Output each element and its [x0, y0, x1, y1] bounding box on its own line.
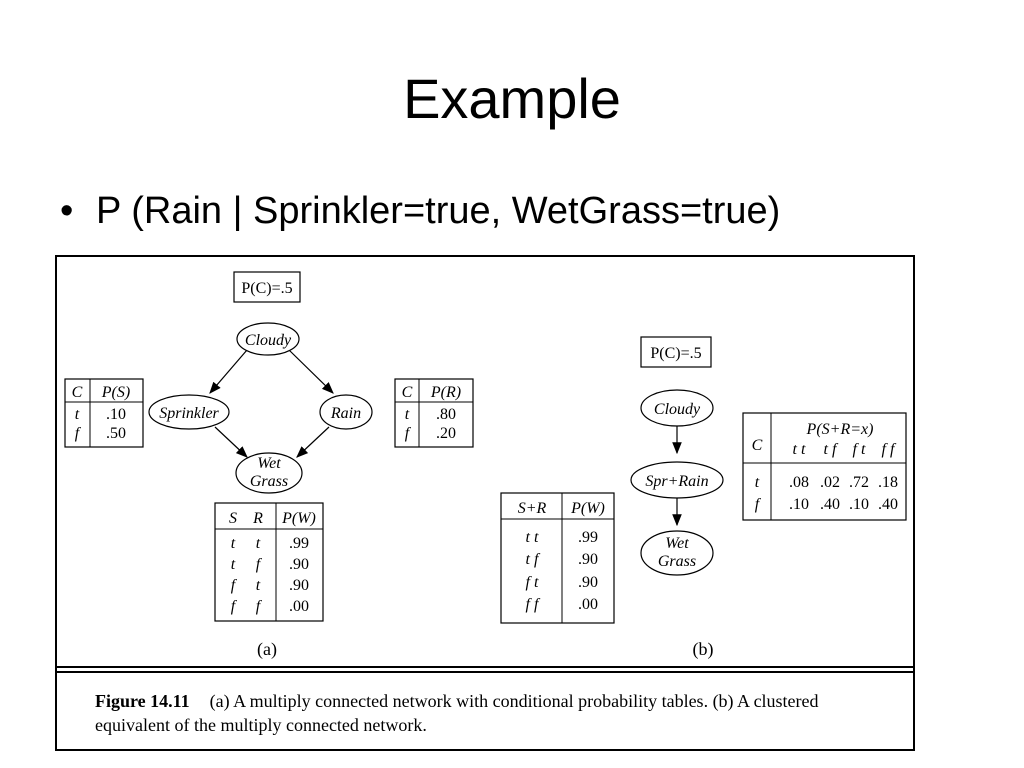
cpt-wb-header: S+R	[518, 500, 547, 517]
cpt-w-header: S	[229, 510, 237, 527]
figure-panel: P(C)=.5 Cloudy Sprinkler Rain Wet Grass …	[55, 255, 915, 751]
node-sprinkler-label: Sprinkler	[159, 405, 219, 422]
cpt-w-header: P(W)	[281, 510, 316, 527]
cpt-wb-cell: .00	[578, 596, 598, 613]
cpt-s-header: P(S)	[101, 384, 130, 401]
cpt-sr-cell: f	[755, 496, 762, 513]
node-grass-a-label: Grass	[250, 473, 288, 490]
cpt-wb-cell: f f	[526, 596, 541, 613]
cpt-sr-cell: .72	[849, 474, 869, 491]
cpt-sr-subheader: t f	[824, 441, 839, 458]
cpt-wetgrass-b: S+R P(W) t t .99 t f .90 f t .90 f f .00	[500, 492, 615, 624]
cpt-sr-cell: .18	[878, 474, 898, 491]
cpt-w-header: R	[252, 510, 263, 527]
cpt-wb-cell: .99	[578, 529, 598, 546]
cpt-sr-header-top: P(S+R=x)	[806, 421, 874, 438]
edge-cloudy-sprinkler	[209, 349, 248, 394]
cpt-r-cell: f	[405, 425, 412, 442]
cpt-sr-cell: .08	[789, 474, 809, 491]
node-sprinkler	[148, 394, 230, 430]
cpt-r-cell: .80	[436, 406, 456, 423]
cpt-sr-cell: .10	[789, 496, 809, 513]
prior-box-b	[640, 336, 712, 368]
cpt-sr-cell: t	[755, 474, 760, 491]
edge-cloudy-rain	[288, 349, 334, 394]
figure-caption: Figure 14.11(a) A multiply connected net…	[95, 689, 895, 737]
bullet-dot-icon: •	[60, 190, 74, 232]
slide-title: Example	[403, 67, 621, 130]
node-wet-a-label: Wet	[257, 455, 281, 472]
cpt-w-cell: .99	[289, 535, 309, 552]
cpt-r-cell: t	[405, 406, 410, 423]
network-a: P(C)=.5 Cloudy Sprinkler Rain Wet Grass …	[64, 271, 474, 660]
node-cloudy-a-label: Cloudy	[245, 332, 292, 349]
cpt-wb-header: P(W)	[570, 500, 605, 517]
cpt-w-cell: f	[256, 598, 263, 615]
cpt-wb-cell: .90	[578, 551, 598, 568]
figure-diagram: P(C)=.5 Cloudy Sprinkler Rain Wet Grass …	[57, 271, 913, 673]
node-sprrain	[630, 461, 724, 499]
cpt-w-cell: .90	[289, 577, 309, 594]
cpt-s-cell: f	[75, 425, 82, 442]
prior-a-label: P(C)=.5	[241, 280, 292, 297]
cpt-sprinkler: C P(S) t .10 f .50	[64, 378, 144, 448]
edge-sprinkler-wet	[214, 426, 248, 458]
cpt-rain: C P(R) t .80 f .20	[394, 378, 474, 448]
node-rain-label: Rain	[330, 405, 361, 422]
prior-b-label: P(C)=.5	[650, 345, 701, 362]
node-rain	[319, 394, 373, 430]
bullet-text: P (Rain | Sprinkler=true, WetGrass=true)	[96, 190, 781, 232]
cpt-sr-subheader: f t	[853, 441, 866, 458]
cpt-w-cell: t	[256, 577, 261, 594]
cpt-wb-cell: t t	[526, 529, 539, 546]
cpt-s-cell: .10	[106, 406, 126, 423]
cpt-sr-header-c: C	[752, 437, 763, 454]
figure-caption-label: Figure 14.11	[95, 691, 190, 711]
network-b: P(C)=.5 Cloudy Spr+Rain Wet Grass S+R P(…	[500, 336, 907, 660]
figure-a-label: (a)	[257, 639, 277, 660]
bullet-item: • P (Rain | Sprinkler=true, WetGrass=true…	[60, 190, 780, 233]
cpt-w-cell: f	[231, 598, 238, 615]
cpt-r-header: C	[402, 384, 413, 401]
cpt-w-cell: .90	[289, 556, 309, 573]
node-cloudy-b	[640, 389, 714, 427]
cpt-w-cell: f	[231, 577, 238, 594]
figure-b-label: (b)	[693, 639, 714, 660]
cpt-sprrain: C P(S+R=x) t t t f f t f f t .08 .02 .72…	[742, 412, 907, 521]
node-sprrain-label: Spr+Rain	[645, 473, 708, 490]
cpt-r-header: P(R)	[430, 384, 461, 401]
cpt-sr-cell: .10	[849, 496, 869, 513]
node-wetgrass-a	[235, 452, 303, 494]
cpt-sr-cell: .02	[820, 474, 840, 491]
prior-box-a	[233, 271, 301, 303]
node-cloudy-a	[236, 322, 300, 356]
cpt-w-cell: t	[231, 556, 236, 573]
node-wetgrass-b	[640, 530, 714, 576]
edge-rain-wet	[296, 426, 330, 458]
cpt-sr-cell: .40	[878, 496, 898, 513]
cpt-wetgrass-a: S R P(W) t t .99 t f .90 f t .90 f f .00	[214, 502, 324, 622]
cpt-s-cell: t	[75, 406, 80, 423]
node-cloudy-b-label: Cloudy	[654, 401, 701, 418]
cpt-s-header: C	[72, 384, 83, 401]
cpt-sr-subheader: t t	[793, 441, 806, 458]
node-grass-b-label: Grass	[658, 553, 696, 570]
cpt-s-cell: .50	[106, 425, 126, 442]
cpt-wb-cell: t f	[526, 551, 541, 568]
cpt-w-cell: .00	[289, 598, 309, 615]
cpt-w-cell: f	[256, 556, 263, 573]
node-wet-b-label: Wet	[665, 535, 689, 552]
cpt-sr-cell: .40	[820, 496, 840, 513]
cpt-w-cell: t	[231, 535, 236, 552]
cpt-sr-subheader: f f	[882, 441, 897, 458]
cpt-r-cell: .20	[436, 425, 456, 442]
cpt-wb-cell: .90	[578, 574, 598, 591]
figure-caption-text: (a) A multiply connected network with co…	[95, 691, 819, 735]
cpt-wb-cell: f t	[526, 574, 539, 591]
cpt-w-cell: t	[256, 535, 261, 552]
